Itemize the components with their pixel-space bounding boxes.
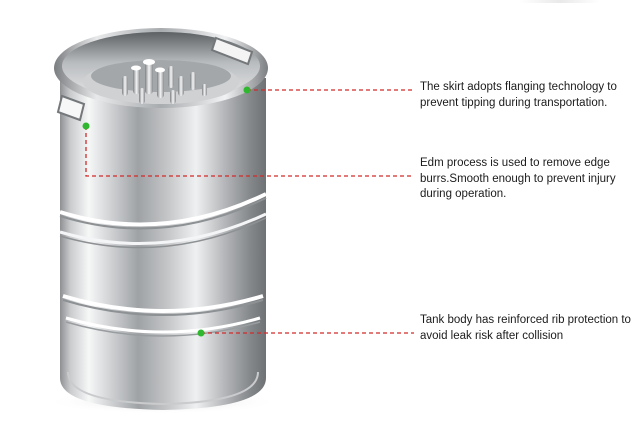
callout-line-edm [82,122,414,177]
callout-text-edm: Edm process is used to remove edge burrs… [420,157,616,200]
rib-band-upper [59,192,267,230]
bottom-skirt [67,371,259,406]
top-edge-fade [520,0,600,3]
rib-band-middle [59,212,267,249]
callout-line-skirt [243,86,414,94]
valve-cluster [122,59,207,104]
right-handle-slot [210,36,254,66]
callout-text-skirt: The skirt adopts flanging technology to … [420,81,617,109]
callout-line-body [197,329,414,337]
rib-band-lower [62,294,264,337]
callout-text-body: Tank body has reinforced rib protection … [420,314,631,342]
left-handle-slot [56,94,86,122]
